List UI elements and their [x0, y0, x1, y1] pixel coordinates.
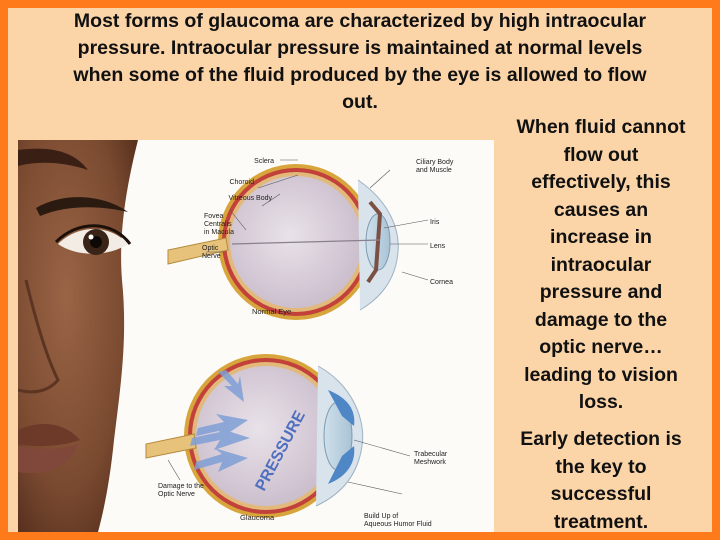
- label-lens: Lens: [430, 243, 446, 250]
- label-vitreous-body: Vitreous Body: [229, 195, 273, 202]
- label-damage-2: Optic Nerve: [158, 491, 195, 498]
- side-text-line: loss.: [578, 391, 624, 413]
- eye-anatomy-diagram: Sclera Choroid Vitreous Body Fovea Centr…: [18, 140, 454, 532]
- label-fovea-3: in Macula: [204, 229, 234, 236]
- title-line: pressure. Intraocular pressure is mainta…: [77, 37, 643, 59]
- label-ciliary-1: Ciliary Body: [416, 159, 454, 166]
- slide-title: Most forms of glaucoma are characterized…: [8, 8, 712, 116]
- label-normal-eye: Normal Eye: [252, 307, 291, 316]
- side-text-line: successful: [550, 483, 652, 505]
- side-text-line: causes an: [553, 198, 649, 221]
- side-text-line: flow out: [563, 143, 639, 166]
- label-trabecular-2: Meshwork: [414, 459, 446, 466]
- side-text-line: leading to vision: [524, 363, 678, 386]
- face-illustration: [18, 140, 138, 532]
- label-ciliary-2: and Muscle: [416, 167, 452, 174]
- label-choroid: Choroid: [229, 179, 254, 186]
- label-optic-2: Nerve: [202, 253, 221, 260]
- side-text-line: pressure and: [539, 281, 663, 303]
- side-text-line: When fluid cannot: [516, 116, 686, 138]
- label-iris: Iris: [430, 219, 440, 226]
- side-text-line: effectively, this: [531, 171, 671, 193]
- side-text-symptoms: When fluid cannot flow out effectively, …: [490, 114, 712, 417]
- title-line: out.: [342, 91, 378, 113]
- label-fovea-1: Fovea: [204, 213, 224, 220]
- label-cornea: Cornea: [430, 279, 453, 286]
- side-text-line: increase in: [550, 226, 652, 248]
- label-optic-1: Optic: [202, 245, 219, 252]
- glaucoma-eye-diagram: PRESSURE Damage to the Optic Nerve Glauc…: [145, 354, 448, 528]
- title-line: Most forms of glaucoma are characterized…: [73, 10, 647, 32]
- side-text-line: damage to the: [534, 308, 668, 331]
- label-trabecular-1: Trabecular: [414, 451, 448, 458]
- label-buildup-1: Build Up of: [364, 513, 398, 520]
- side-text-detection: Early detection is the key to successful…: [490, 426, 712, 532]
- normal-eye-diagram: Sclera Choroid Vitreous Body Fovea Centr…: [167, 158, 454, 320]
- side-text-line: Early detection is: [520, 428, 682, 450]
- glaucoma-illustration: Sclera Choroid Vitreous Body Fovea Centr…: [18, 140, 494, 532]
- label-damage-1: Damage to the: [158, 483, 204, 490]
- side-text-line: treatment.: [553, 510, 649, 533]
- side-text-line: the key to: [555, 455, 647, 478]
- label-fovea-2: Centralis: [204, 221, 232, 228]
- label-sclera: Sclera: [254, 158, 274, 165]
- label-buildup-2: Aqueous Humor Fluid: [364, 521, 432, 528]
- title-line: when some of the fluid produced by the e…: [73, 64, 647, 86]
- side-text-line: optic nerve…: [539, 336, 663, 358]
- slide: Most forms of glaucoma are characterized…: [8, 8, 712, 532]
- pressure-arrows: [190, 370, 250, 472]
- label-glaucoma: Glaucoma: [240, 513, 275, 522]
- side-text-line: intraocular: [550, 253, 652, 276]
